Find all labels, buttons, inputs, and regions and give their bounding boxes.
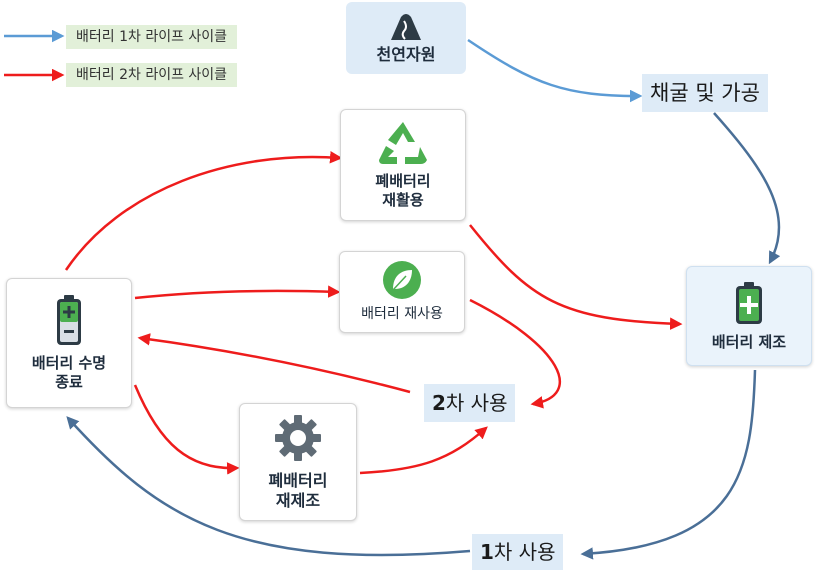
node-reuse-label: 배터리 재사용	[361, 306, 443, 323]
node-remanufacturing: 폐배터리 재제조	[239, 403, 357, 521]
node-reuse: 배터리 재사용	[339, 251, 465, 333]
node-remanufacturing-label: 폐배터리 재제조	[268, 471, 328, 510]
node-manufacturing-label: 배터리 제조	[711, 332, 787, 351]
label-mining-processing: 채굴 및 가공	[642, 74, 768, 112]
node-manufacturing: 배터리 제조	[686, 266, 812, 366]
arrow-remanufacturing-to-second-use	[359, 426, 488, 475]
arrow-mining-to-manufacturing	[713, 112, 781, 265]
gear-icon	[273, 413, 323, 463]
node-natural-resources: 천연자원	[346, 2, 466, 74]
arrow-manufacturing-to-first-use	[580, 369, 757, 560]
node-recycling-label: 폐배터리 재활용	[375, 172, 431, 209]
label-first-use: 1차 사용	[472, 534, 564, 570]
arrow-reuse-to-second-use	[469, 298, 562, 409]
node-end-of-life: 배터리 수명 종료	[6, 278, 132, 408]
arrow-end-of-life-to-recycling	[64, 151, 343, 271]
label-first-use-text: 차 사용	[493, 540, 556, 564]
legend-second-cycle: 배터리 2차 라이프 사이클	[66, 63, 238, 87]
node-recycling: 폐배터리 재활용	[340, 109, 466, 221]
legend-first-cycle: 배터리 1차 라이프 사이클	[66, 25, 238, 49]
label-second-use-number: 2	[432, 391, 446, 415]
label-first-use-number: 1	[480, 540, 494, 564]
recycle-icon	[377, 120, 429, 166]
arrow-resources-to-mining	[467, 38, 643, 103]
arrow-first-use-to-end-of-life	[66, 416, 471, 557]
label-second-use-text: 차 사용	[445, 391, 508, 415]
node-natural-resources-label: 천연자원	[376, 45, 436, 64]
battery-plus-icon	[734, 281, 764, 325]
arrow-end-of-life-to-remanufacturing	[133, 384, 240, 475]
arrow-recycling-to-manufacturing	[469, 224, 683, 330]
arrow-end-of-life-to-reuse	[134, 285, 341, 300]
battery-plus-minus-icon	[55, 294, 83, 346]
label-second-use: 2차 사용	[424, 384, 516, 422]
node-end-of-life-label: 배터리 수명 종료	[31, 354, 107, 391]
arrow-second-use-to-end-of-life	[137, 333, 411, 394]
mountain-icon	[389, 11, 423, 41]
leaf-icon	[382, 260, 422, 300]
